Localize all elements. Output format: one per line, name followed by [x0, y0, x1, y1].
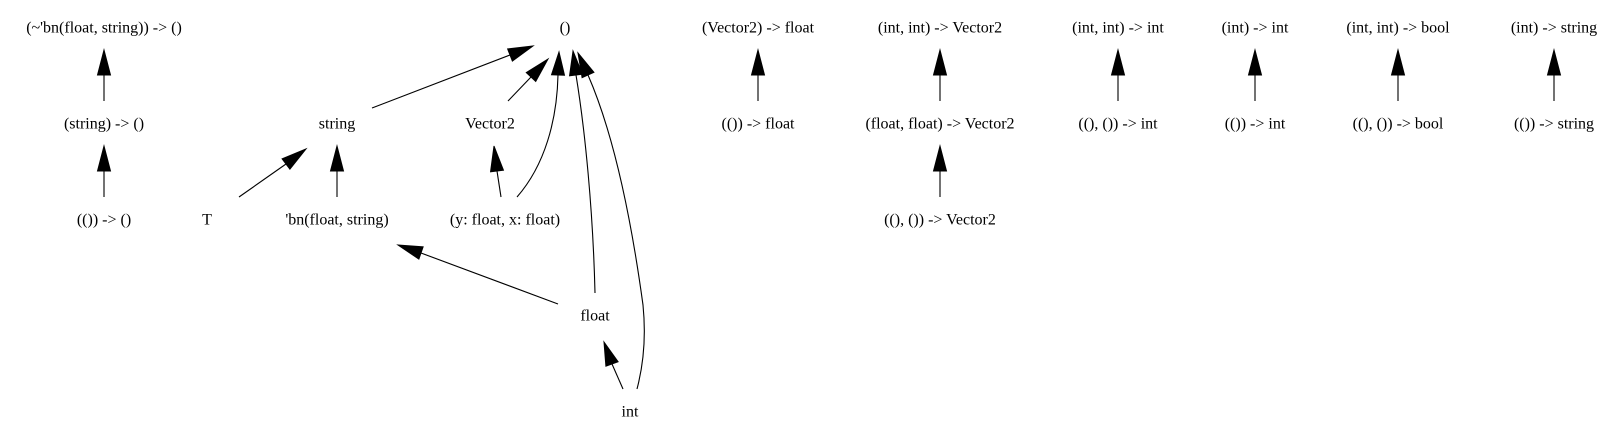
arrowhead: [96, 48, 112, 76]
edge-n15-n14: [932, 48, 948, 101]
nodes-layer: (~'bn(float, string)) -> () (string) -> (…: [26, 20, 1597, 421]
arrowhead: [750, 48, 766, 76]
edge-n11-n10: [603, 340, 624, 390]
edge-n18-n17: [1110, 48, 1126, 101]
node-label: (int, int) -> Vector2: [878, 20, 1002, 37]
edge-n9-n8: [489, 145, 505, 198]
edge-line: [507, 76, 532, 102]
node-label: (~'bn(float, string)) -> (): [26, 20, 182, 37]
node-label: (()) -> (): [77, 212, 131, 229]
arrowhead: [396, 244, 424, 260]
node-label: T: [202, 212, 212, 229]
node-label: (float, float) -> Vector2: [865, 116, 1014, 133]
edge-n16-n15: [932, 144, 948, 197]
arrowhead: [932, 144, 948, 172]
arrowhead: [506, 45, 535, 62]
edge-line: [575, 74, 596, 294]
node-label: (int, int) -> int: [1072, 20, 1164, 37]
edge-n8-n7: [507, 57, 550, 102]
node-label: Vector2: [465, 116, 515, 133]
arrowhead: [525, 57, 550, 83]
edge-n4-n5: [238, 147, 308, 198]
node-label: (()) -> int: [1225, 116, 1286, 133]
edges-layer: [96, 45, 1562, 390]
node-label: (): [560, 20, 571, 37]
node-label: ((), ()) -> int: [1078, 116, 1158, 133]
edge-line: [516, 74, 559, 198]
edge-n24-n23: [1546, 48, 1562, 101]
arrowhead: [281, 147, 308, 171]
node-label: (string) -> (): [64, 116, 144, 133]
edge-n11-n7: [577, 51, 645, 390]
edge-n9-n7: [516, 50, 566, 198]
node-label: (int) -> int: [1222, 20, 1289, 37]
edge-n22-n21: [1390, 48, 1406, 101]
arrowhead: [932, 48, 948, 76]
edge-n3-n2: [96, 144, 112, 197]
edge-n13-n12: [750, 48, 766, 101]
node-label: (()) -> float: [722, 116, 796, 133]
arrowhead: [1247, 48, 1263, 76]
edge-line: [496, 170, 502, 198]
edge-line: [587, 74, 645, 390]
edge-line: [611, 363, 624, 390]
edge-n10-n6: [396, 244, 559, 305]
node-label: (int, int) -> bool: [1346, 20, 1450, 37]
node-label: string: [319, 116, 355, 133]
arrowhead: [550, 50, 566, 76]
arrowhead: [96, 144, 112, 172]
arrowhead: [1110, 48, 1126, 76]
edge-n6-n5: [329, 144, 345, 197]
node-label: (()) -> string: [1514, 116, 1594, 133]
edge-line: [420, 252, 559, 305]
edge-n20-n19: [1247, 48, 1263, 101]
arrowhead: [1390, 48, 1406, 76]
node-label: ((), ()) -> Vector2: [884, 212, 996, 229]
arrowhead: [489, 145, 505, 173]
edge-n5-n7: [371, 45, 535, 109]
node-label: 'bn(float, string): [285, 212, 388, 229]
node-label: (Vector2) -> float: [702, 20, 815, 37]
node-label: (y: float, x: float): [450, 212, 560, 229]
arrowhead: [603, 340, 619, 367]
edge-n10-n7: [568, 49, 596, 294]
node-label: float: [580, 308, 610, 325]
arrowhead: [577, 51, 595, 79]
arrowhead: [329, 144, 345, 172]
node-label: (int) -> string: [1511, 20, 1597, 37]
node-label: ((), ()) -> bool: [1353, 116, 1444, 133]
edge-line: [371, 54, 511, 109]
edge-line: [238, 163, 287, 198]
arrowhead: [1546, 48, 1562, 76]
edge-n2-n1: [96, 48, 112, 101]
node-label: int: [622, 404, 639, 421]
arrowhead: [568, 49, 584, 77]
